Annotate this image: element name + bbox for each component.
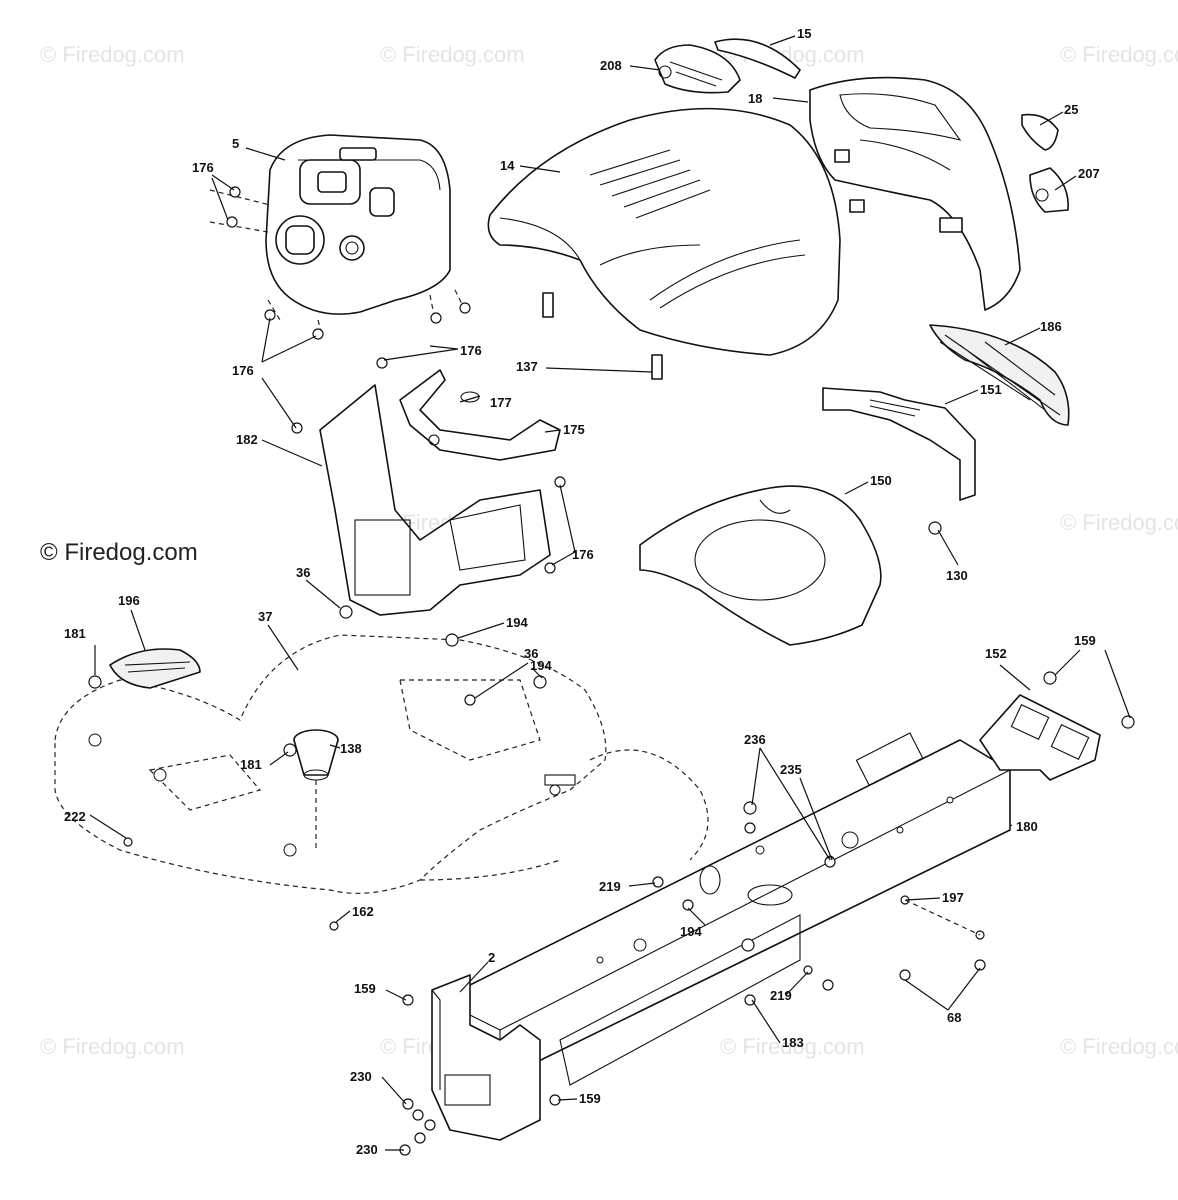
part-headlight-bracket xyxy=(822,387,976,501)
part-lens-cover xyxy=(714,38,801,79)
callout-labels: 5 176 208 15 18 25 14 207 176 176 137 18… xyxy=(64,26,1100,1157)
callout-label: 219 xyxy=(599,879,621,894)
callout-label: 235 xyxy=(780,762,802,777)
callout-label: 177 xyxy=(490,395,512,410)
part-hood xyxy=(487,107,841,356)
callout-label: 159 xyxy=(1074,633,1096,648)
callout-label: 137 xyxy=(516,359,538,374)
callout-label: 138 xyxy=(340,741,362,756)
callout-label: 36 xyxy=(524,646,538,661)
fasteners xyxy=(88,186,1135,1156)
callout-label: 181 xyxy=(64,626,86,641)
callout-label: 176 xyxy=(460,343,482,358)
part-steering-support xyxy=(399,369,561,461)
callout-label: 219 xyxy=(770,988,792,1003)
callout-label: 230 xyxy=(356,1142,378,1157)
callout-label: 159 xyxy=(354,981,376,996)
part-small-lens xyxy=(1021,113,1059,151)
callout-label: 197 xyxy=(942,890,964,905)
callout-label: 182 xyxy=(236,432,258,447)
callout-label: 183 xyxy=(782,1035,804,1050)
part-rear-pad xyxy=(109,648,201,689)
part-running-board xyxy=(54,634,709,894)
part-steering-boot xyxy=(293,729,339,850)
part-bumper-pads xyxy=(542,292,663,380)
callout-label: 2 xyxy=(488,950,495,965)
leader-lines xyxy=(89,35,1131,1151)
watermark-main: © Firedog.com xyxy=(40,539,198,566)
watermark-text: © Firedog.com xyxy=(1060,42,1178,67)
callout-label: 208 xyxy=(600,58,622,73)
watermark-text: © Firedog.com xyxy=(380,42,525,67)
part-rear-bracket xyxy=(979,694,1101,781)
callout-label: 181 xyxy=(240,757,262,772)
callout-label: 230 xyxy=(350,1069,372,1084)
callout-label: 194 xyxy=(530,658,552,673)
callout-label: 151 xyxy=(980,382,1002,397)
part-lower-dash-panel xyxy=(319,384,551,616)
part-headlight-assembly xyxy=(654,44,741,94)
watermark-text: © Firedog.com xyxy=(40,1034,185,1059)
callout-label: 162 xyxy=(352,904,374,919)
callout-label: 176 xyxy=(192,160,214,175)
watermark-text: © Firedog.com xyxy=(40,42,185,67)
callout-label: 207 xyxy=(1078,166,1100,181)
part-grille-frame xyxy=(809,76,1021,311)
part-rear-fender-cover xyxy=(639,485,882,646)
callout-label: 176 xyxy=(232,363,254,378)
callout-label: 68 xyxy=(947,1010,961,1025)
callout-label: 186 xyxy=(1040,319,1062,334)
callout-label: 175 xyxy=(563,422,585,437)
part-front-bracket xyxy=(431,974,541,1141)
callout-label: 152 xyxy=(985,646,1007,661)
callout-label: 37 xyxy=(258,609,272,624)
callout-label: 150 xyxy=(870,473,892,488)
callout-label: 14 xyxy=(500,158,515,173)
watermark-text: © Firedog.com xyxy=(1060,1034,1178,1059)
callout-label: 222 xyxy=(64,809,86,824)
callout-label: 36 xyxy=(296,565,310,580)
callout-label: 180 xyxy=(1016,819,1038,834)
callout-label: 18 xyxy=(748,91,762,106)
callout-label: 194 xyxy=(680,924,702,939)
watermark-text: © Firedog.com xyxy=(1060,510,1178,535)
callout-label: 194 xyxy=(506,615,528,630)
part-dashboard-console xyxy=(209,134,466,336)
callout-label: 236 xyxy=(744,732,766,747)
callout-label: 15 xyxy=(797,26,811,41)
callout-label: 25 xyxy=(1064,102,1078,117)
callout-label: 130 xyxy=(946,568,968,583)
callout-label: 196 xyxy=(118,593,140,608)
callout-label: 5 xyxy=(232,136,239,151)
part-grille-mesh xyxy=(929,324,1070,426)
watermark-text: © Firedog.com xyxy=(720,1034,865,1059)
part-light-housing xyxy=(1029,167,1069,213)
callout-label: 159 xyxy=(579,1091,601,1106)
callout-label: 176 xyxy=(572,547,594,562)
